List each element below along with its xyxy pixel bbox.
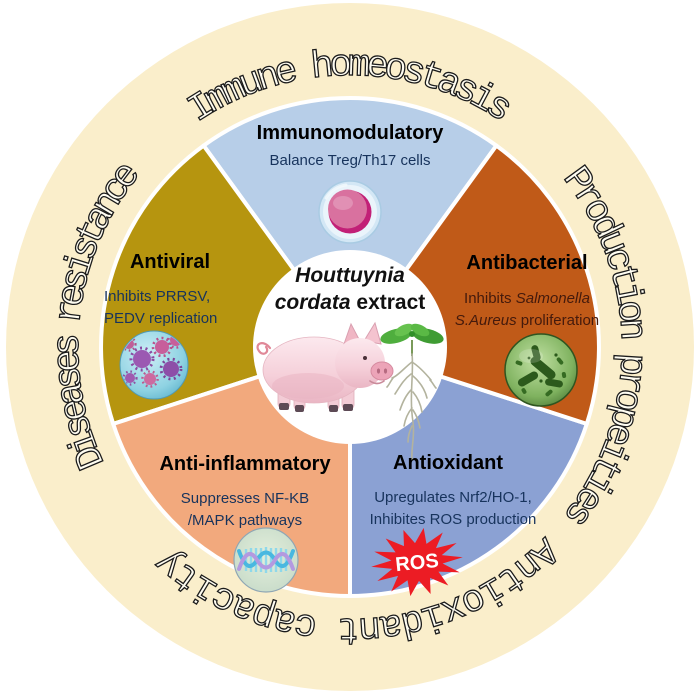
virus-icon [119, 330, 189, 400]
anti-inflammatory-body-line2: /MAPK pathways [187, 511, 303, 529]
houttuynia-plant-roots-illustration [380, 323, 444, 461]
antibacterial-body-saureus: S.Aureus [454, 311, 517, 329]
antioxidant-body: Upregulates Nrf2/HO-1, Inhibites ROS pro… [355, 487, 551, 531]
anti-inflammatory-body: Suppresses NF-KB /MAPK pathways [157, 488, 333, 532]
bacteria-icon [504, 333, 578, 407]
antibacterial-body: Inhibits Salmonella S.Aureus proliferati… [437, 288, 617, 332]
antioxidant-body-line2: Inhibites ROS production [369, 510, 537, 528]
immunomodulatory-title: Immunomodulatory [256, 122, 444, 144]
antiviral-body-line2: PEDV replication [104, 309, 218, 327]
antibacterial-body-prefix: Inhibits [464, 290, 516, 307]
center-extract-title: Houttuynia cordata extract [258, 263, 442, 317]
pig-illustration [256, 321, 394, 412]
ros-burst-icon: ROS [371, 527, 463, 597]
antiviral-body-line1: Inhibits PRRSV, [104, 288, 211, 305]
center-title-line1: Houttuynia [295, 264, 405, 287]
anti-inflammatory-body-line1: Suppresses NF-KB [180, 490, 310, 507]
immunomodulatory-body: Balance Treg/Th17 cells [269, 152, 431, 169]
antioxidant-title: Antioxidant [393, 452, 503, 474]
antibacterial-title: Antibacterial [466, 252, 588, 274]
antiviral-title: Antiviral [129, 251, 211, 273]
antibacterial-body-suffix: proliferation [516, 311, 600, 329]
antibacterial-body-salmonella: Salmonella [515, 290, 590, 307]
center-title-line2-regular: extract [350, 290, 426, 314]
ros-badge-label: ROS [394, 550, 439, 576]
anti-inflammatory-title: Anti-inflammatory [159, 453, 331, 475]
treg-cell-icon [318, 180, 382, 244]
dna-icon [233, 527, 299, 593]
antiviral-body: Inhibits PRRSV, PEDV replication [104, 286, 254, 330]
antioxidant-body-line1: Upregulates Nrf2/HO-1, [374, 489, 532, 506]
center-title-line2-italic: cordata [274, 290, 351, 314]
